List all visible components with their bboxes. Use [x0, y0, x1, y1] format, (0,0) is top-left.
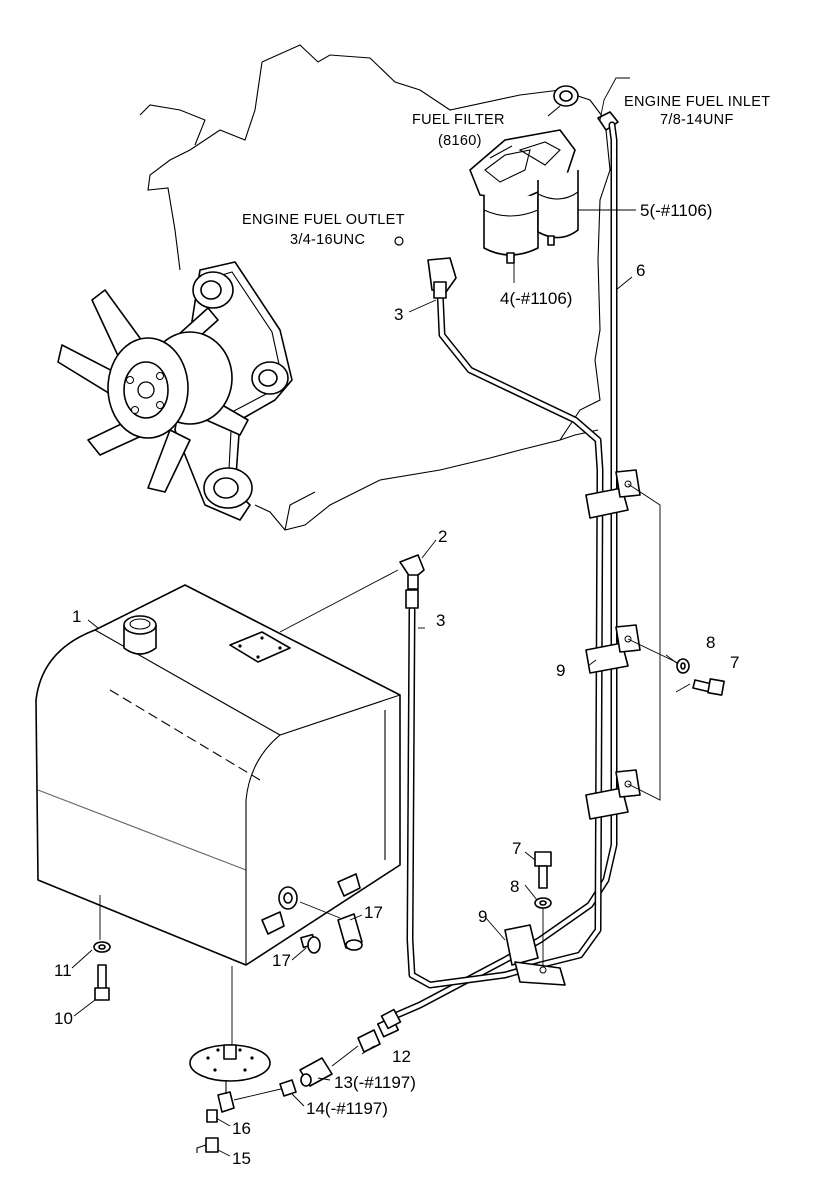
engine-fuel-inlet-spec: 7/8-14UNF	[660, 112, 734, 128]
elbow-fitting-2	[399, 554, 425, 609]
plug-17-upper	[337, 913, 363, 951]
callout-11: 11	[54, 961, 72, 980]
callout-13: 13(-#1197)	[334, 1073, 416, 1092]
fan-assembly	[57, 261, 293, 521]
callout-4: 4(-#1106)	[500, 289, 572, 308]
callout-8-lower: 8	[510, 877, 519, 896]
bolt-10	[94, 964, 110, 1001]
bolt-leader	[627, 638, 681, 665]
callout-15: 15	[232, 1149, 251, 1168]
fuel-filter-title: FUEL FILTER	[412, 112, 505, 128]
clamp-bracket-lower	[585, 769, 641, 820]
washer-8-right	[676, 658, 690, 674]
fuel-tank	[35, 584, 401, 966]
engine-fuel-inlet-title: ENGINE FUEL INLET	[624, 94, 770, 110]
callout-1: 1	[72, 607, 81, 626]
outlet-port	[394, 236, 404, 246]
callout-leaders	[71, 77, 691, 1157]
fitting-12	[357, 1016, 400, 1053]
engine-fuel-outlet-title: ENGINE FUEL OUTLET	[242, 212, 405, 228]
clamp-9-lower	[504, 924, 566, 986]
fitting-14	[279, 1079, 297, 1097]
fuel-hoses	[386, 121, 618, 1022]
callout-17-lower: 17	[272, 951, 291, 970]
hose-end-fitting	[380, 1008, 402, 1030]
lifting-eye	[547, 85, 579, 117]
clamp-bracket-upper	[585, 469, 641, 519]
callout-2: 2	[438, 527, 447, 546]
callout-5: 5(-#1106)	[640, 201, 712, 220]
callout-3-upper: 3	[394, 305, 403, 324]
fitting-15	[196, 1137, 219, 1153]
callout-3-lower: 3	[436, 611, 445, 630]
callout-9-upper: 9	[556, 661, 565, 680]
plug-17-lower	[300, 933, 321, 954]
fitting-16	[206, 1109, 218, 1123]
tank-to-elbow-leader	[279, 569, 399, 633]
bolt-7-lower	[534, 851, 552, 889]
callout-7-right: 7	[730, 653, 739, 672]
washer-8-lower	[534, 897, 552, 909]
engine-fuel-outlet-spec: 3/4-16UNC	[290, 232, 365, 248]
fitting-12-leader	[331, 1045, 359, 1067]
callout-16: 16	[232, 1119, 251, 1138]
callout-7-lower: 7	[512, 839, 521, 858]
fuel-filter-assembly	[469, 111, 619, 264]
bolt-7-right	[692, 678, 725, 696]
callout-12: 12	[392, 1047, 411, 1066]
callout-17-upper: 17	[364, 903, 383, 922]
washer-11	[93, 941, 111, 953]
elbow-fitting-engine-outlet	[427, 257, 457, 299]
callout-8-right: 8	[706, 633, 715, 652]
callout-6: 6	[636, 261, 645, 280]
callout-9-lower: 9	[478, 907, 487, 926]
callout-14: 14(-#1197)	[306, 1099, 388, 1118]
fuel-filter-code: (8160)	[438, 133, 482, 149]
fuel-sender-unit	[189, 1044, 271, 1113]
callout-10: 10	[54, 1009, 73, 1028]
bracket-leader	[627, 483, 661, 801]
sender-leader	[233, 1087, 286, 1101]
engine-block	[139, 44, 611, 531]
fitting-13	[299, 1057, 333, 1087]
tank-to-plug-leader	[299, 901, 341, 919]
